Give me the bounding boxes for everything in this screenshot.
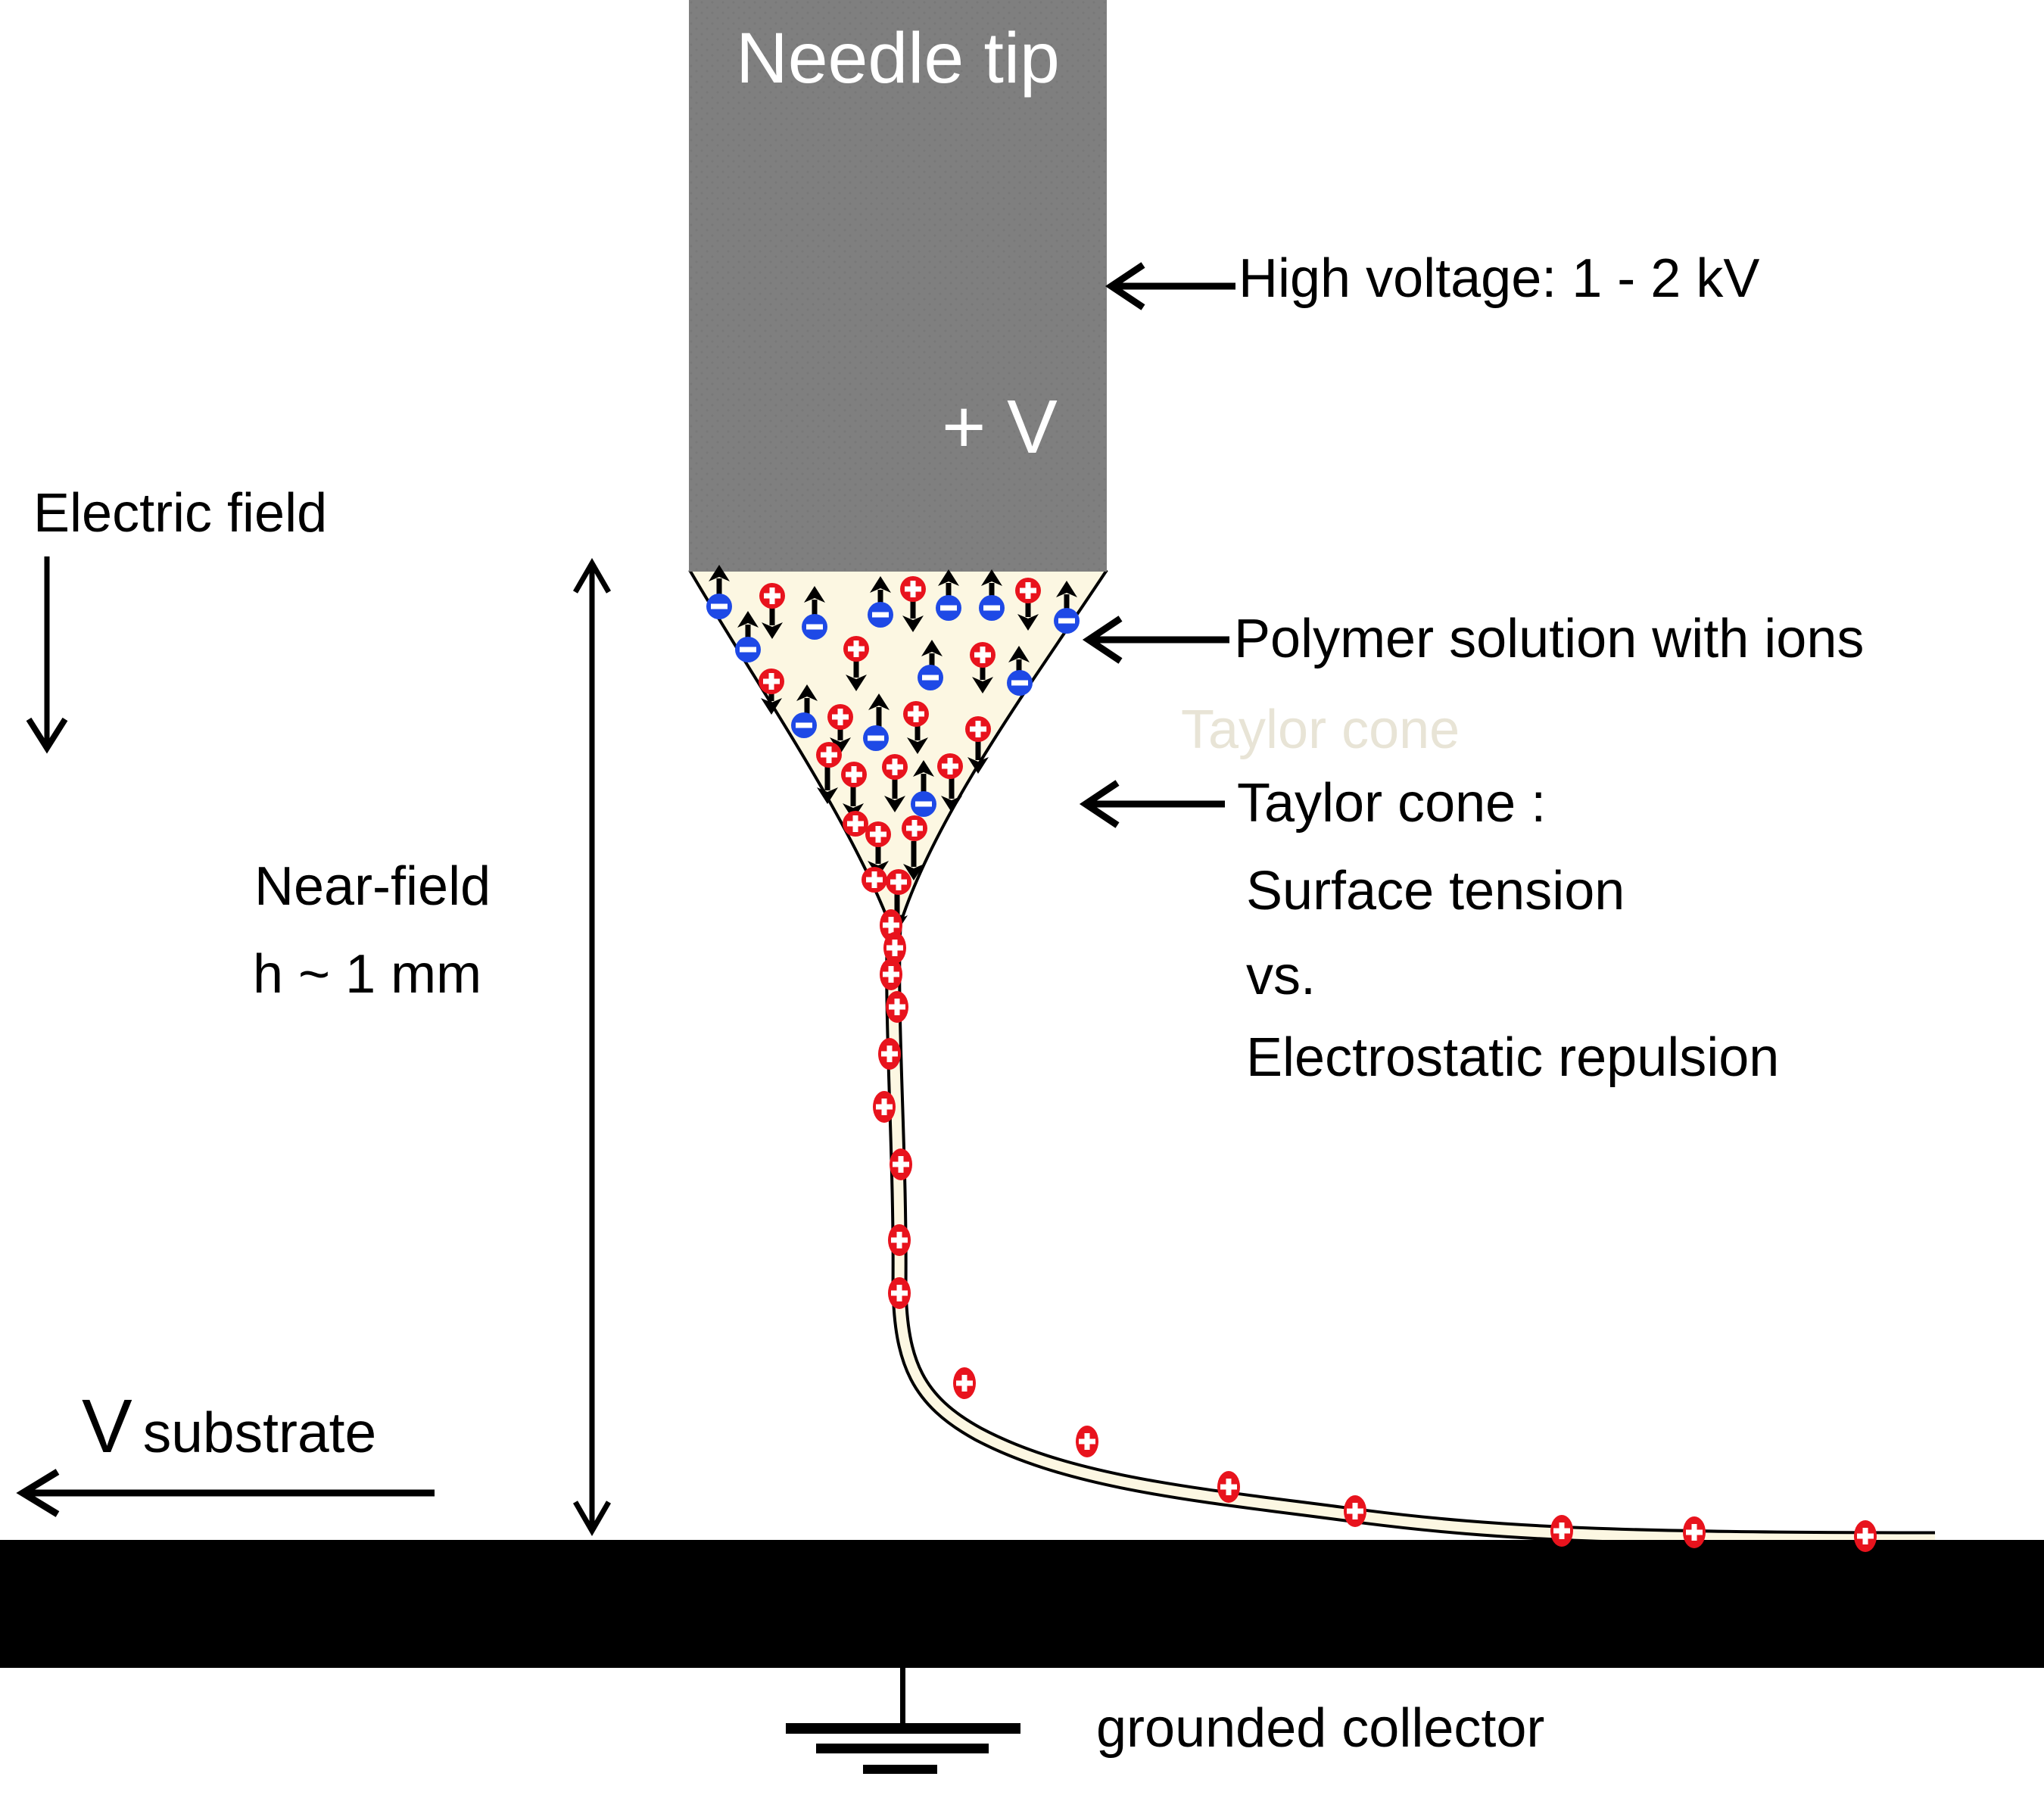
taylor-cone-ghost-label: Taylor cone [1181,700,1460,760]
polymer-jet [885,914,1936,1547]
v-substrate-label: V substrate [82,1385,376,1467]
v-substrate-text: substrate [142,1401,377,1464]
electric-field-label: Electric field [33,483,328,544]
cone-ions [706,576,1080,895]
electric-field-arrow [26,556,68,754]
high-voltage-arrow [1105,262,1235,310]
needle-voltage-label: + V [942,385,1058,469]
near-field-label: Near-field [254,856,491,917]
polymer-solution-label: Polymer solution with ions [1234,609,1865,669]
jet-ions [873,909,1877,1552]
taylor-cone-arrow [1079,780,1225,828]
v-substrate-v: V [82,1384,132,1469]
needle-tip-label: Needle tip [736,18,1060,98]
substrate-velocity-arrow [16,1469,435,1517]
grounded-collector-label: grounded collector [1096,1698,1545,1759]
needle-body [689,0,1107,572]
taylor-cone-label: Taylor cone : [1237,773,1547,834]
electrostatic-repulsion-label: Electrostatic repulsion [1246,1027,1780,1088]
vs-label: vs. [1246,946,1316,1006]
high-voltage-label: High voltage: 1 - 2 kV [1239,248,1760,309]
near-field-distance-arrow [572,558,612,1536]
collector-bar [0,1540,2044,1668]
near-field-height-label: h ~ 1 mm [253,944,482,1005]
annotation-arrows [1079,262,1235,828]
polymer-arrow [1082,616,1229,664]
ground-symbol [786,1668,1020,1774]
surface-tension-label: Surface tension [1246,861,1625,921]
